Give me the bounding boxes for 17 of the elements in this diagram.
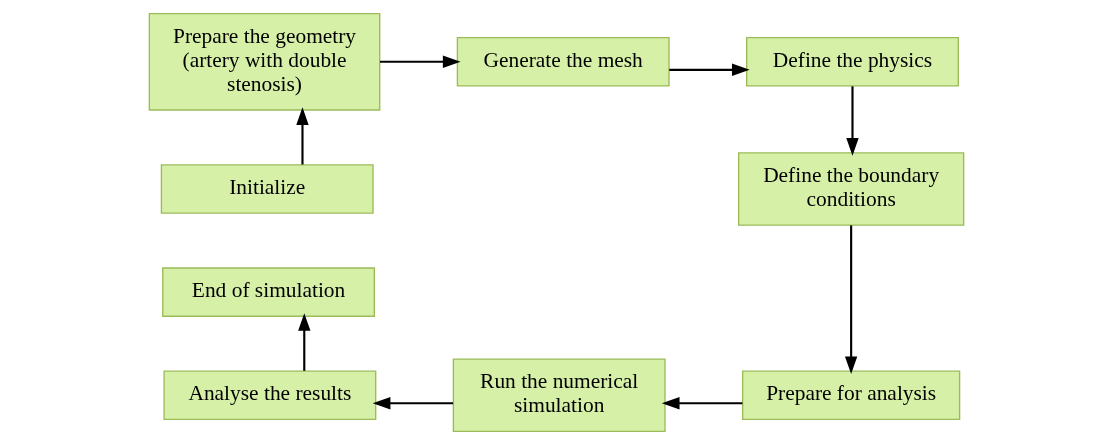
node-box: Initialize [160,164,374,214]
arrow [297,313,310,371]
node-box: Prepare for analysis [741,370,960,421]
arrow [668,63,750,76]
node-box: Define the physics [745,37,959,87]
arrow [845,86,859,156]
node-box: Prepare the geometry (artery with double stenosis) [148,12,380,111]
node-box: Define the boundary conditions [737,152,964,226]
arrow [372,397,453,410]
node-box: Generate the mesh [456,37,670,87]
arrow [379,55,461,68]
node-box: Run the numerical simulation [452,358,666,433]
arrow [844,225,857,375]
node-box: End of simulation [161,267,375,317]
node-box: Analyse the results [162,370,376,421]
arrow [661,397,742,410]
arrow [295,107,309,165]
